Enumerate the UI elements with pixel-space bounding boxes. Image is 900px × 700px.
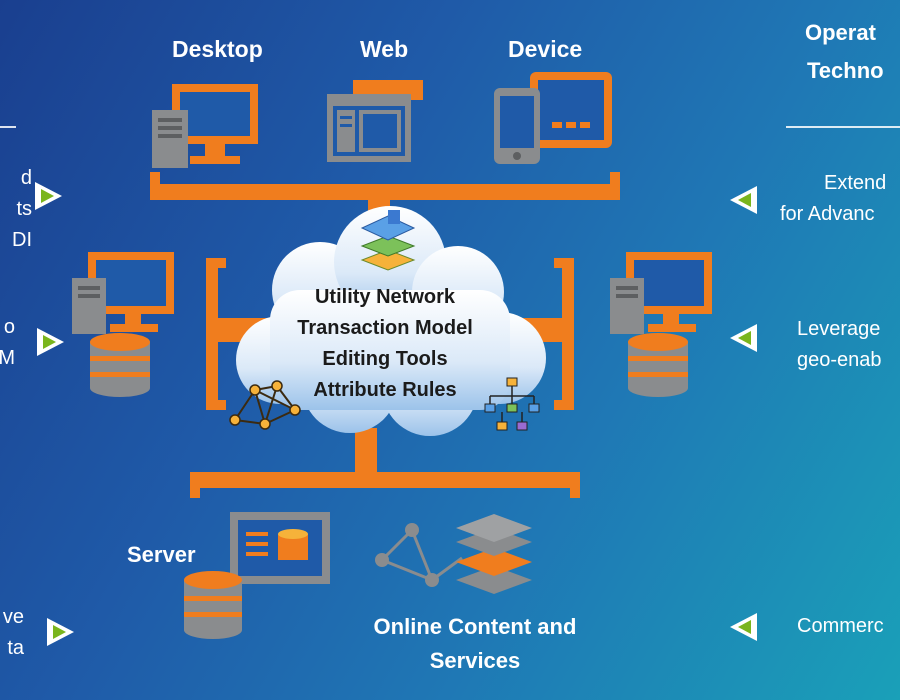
right-arrow-icon-2 [730,324,757,352]
server-icon [184,512,330,639]
left-arrow-icon-2 [37,328,64,356]
online-content-label: Online Content and Services [340,610,610,678]
right-divider [786,126,900,128]
left-text-2-line2: M [0,347,15,369]
left-text-1-line3: DI [12,229,32,251]
right-text-1-line1: Extend [824,172,887,194]
layers-icon [360,210,416,271]
cloud-line-editing-tools: Editing Tools [322,348,448,370]
right-text-3: Commerc [797,611,884,642]
online-content-layers-icon [375,514,532,594]
left-text-3-line2: ta [7,637,24,659]
hierarchy-tree-icon [484,377,540,431]
left-text-1-line2: ts [16,198,32,220]
network-graph-icon [229,380,301,430]
left-text-2: o M [0,312,15,374]
online-content-line2: Services [429,648,521,673]
right-text-3-line1: Commerc [797,615,884,637]
web-label: Web [360,36,409,62]
left-arrow-icon-3 [47,618,74,646]
left-text-3: ve ta [3,602,24,664]
device-label: Device [508,36,583,62]
cloud-line-transaction-model: Transaction Model [297,317,473,339]
right-arrow-icon-3 [730,613,757,641]
desktop-computer-icon [152,84,258,168]
tablet-phone-device-icon [494,72,612,164]
left-text-3-line1: ve [2,606,24,628]
cloud-text: Utility Network Transaction Model Editin… [265,282,505,406]
left-workstation-database-icon [72,252,174,397]
right-text-2-line2: geo-enab [797,349,882,371]
web-browser-icon [327,80,423,162]
right-text-2-line1: Leverage [797,318,881,340]
right-heading-line2: Techno [807,58,884,83]
left-text-2-line1: o [3,316,15,338]
right-workstation-database-icon [610,252,712,397]
online-content-line1: Online Content and [373,614,577,639]
desktop-label: Desktop [172,36,263,62]
cloud-line-utility-network: Utility Network [314,286,456,308]
cloud-line-attribute-rules: Attribute Rules [313,379,457,401]
left-text-1-line1: d [20,167,32,189]
left-arrow-icon-1 [35,182,62,210]
left-text-1: d ts DI [12,163,32,256]
right-heading-line1: Operat [805,20,876,45]
server-label: Server [127,542,196,567]
left-divider [0,126,16,128]
right-text-1-line2: for Advanc [780,203,875,225]
right-text-2: Leverage geo-enab [797,314,882,376]
right-heading: Operat Techno [805,14,884,90]
right-arrow-icon-1 [730,186,757,214]
right-text-1: Extend for Advanc [780,168,886,230]
